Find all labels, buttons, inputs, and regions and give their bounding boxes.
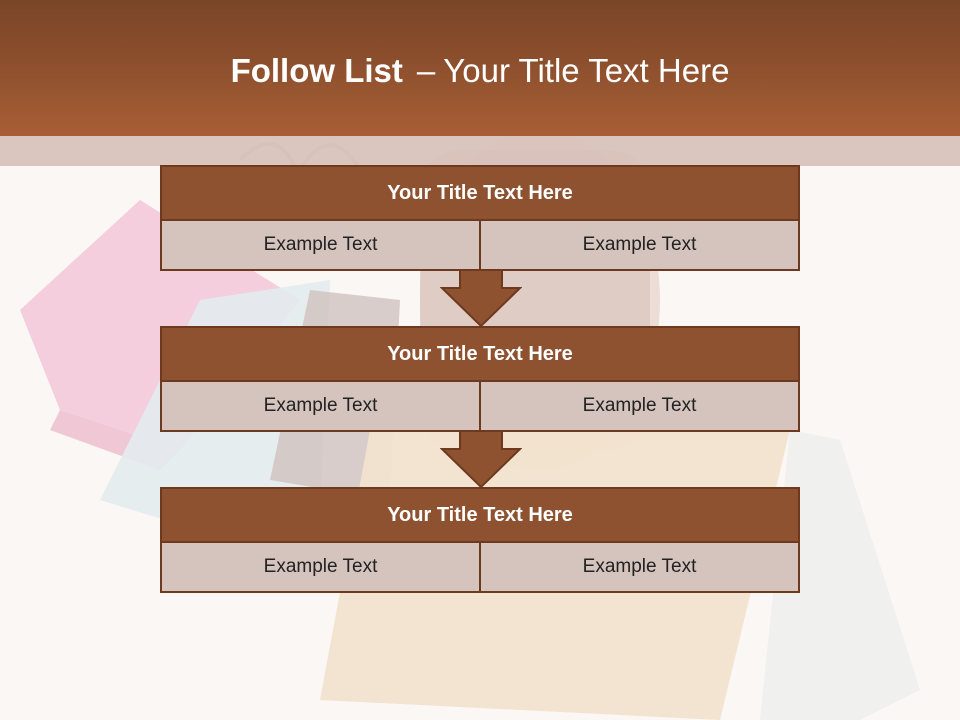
- block-title: Your Title Text Here: [160, 165, 800, 221]
- flow-block-1: Your Title Text Here Example Text Exampl…: [160, 165, 800, 271]
- block-title: Your Title Text Here: [160, 487, 800, 543]
- down-arrow-icon: [440, 270, 522, 328]
- block-cell-left: Example Text: [160, 543, 481, 593]
- block-row: Example Text Example Text: [160, 382, 800, 432]
- header-band: [0, 136, 960, 166]
- block-title: Your Title Text Here: [160, 326, 800, 382]
- block-cell-right: Example Text: [481, 382, 800, 432]
- block-cell-right: Example Text: [481, 543, 800, 593]
- title-separator: –: [416, 52, 436, 89]
- slide-title: Follow List–Your Title Text Here: [0, 52, 960, 90]
- header-bar: [0, 0, 960, 136]
- flow-block-3: Your Title Text Here Example Text Exampl…: [160, 487, 800, 593]
- title-rest: Your Title Text Here: [443, 52, 730, 89]
- flow-block-2: Your Title Text Here Example Text Exampl…: [160, 326, 800, 432]
- block-row: Example Text Example Text: [160, 543, 800, 593]
- block-cell-left: Example Text: [160, 221, 481, 271]
- block-cell-right: Example Text: [481, 221, 800, 271]
- block-row: Example Text Example Text: [160, 221, 800, 271]
- title-bold: Follow List: [230, 52, 403, 89]
- block-cell-left: Example Text: [160, 382, 481, 432]
- down-arrow-icon: [440, 431, 522, 489]
